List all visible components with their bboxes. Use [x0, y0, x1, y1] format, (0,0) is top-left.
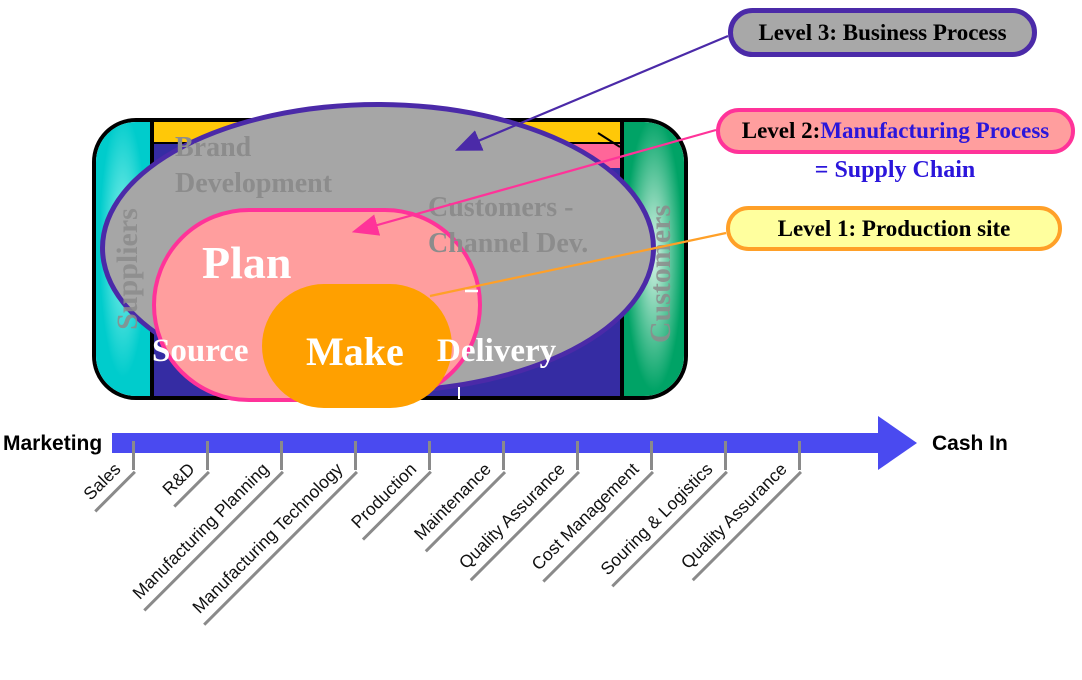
- cash-in-label: Cash In: [932, 432, 1008, 455]
- make-ellipse: [262, 284, 452, 408]
- milestone-tick: [798, 441, 801, 470]
- timeline-arrowhead-icon: [878, 416, 917, 470]
- level2-prefix: Level 2:: [741, 118, 821, 143]
- milestone-tick: [428, 441, 431, 470]
- timeline-bar: [112, 433, 878, 453]
- marketing-label: Marketing: [3, 432, 103, 455]
- milestone-label: Sales: [76, 452, 136, 513]
- level2-highlight: Manufacturing Process: [820, 118, 1050, 143]
- level1-callout: Level 1: Production site: [726, 206, 1062, 251]
- customers-label: Customers: [644, 204, 677, 344]
- brand-line2: Development: [175, 168, 333, 199]
- milestone-tick: [576, 441, 579, 470]
- customers-channel-label: Customers - Channel Dev.: [428, 190, 588, 262]
- level2-callout: Level 2: Manufacturing Process: [716, 108, 1075, 154]
- milestone-tick: [502, 441, 505, 470]
- delivery-label: Delivery: [437, 333, 557, 369]
- brand-line1: Brand: [175, 132, 252, 163]
- supply-chain-subtitle: = Supply Chain: [814, 157, 976, 183]
- milestone-label: R&D: [154, 452, 210, 508]
- milestone-tick: [206, 441, 209, 470]
- milestone-tick: [724, 441, 727, 470]
- milestone-tick: [280, 441, 283, 470]
- level1-label: Level 1: Production site: [777, 215, 1011, 241]
- suppliers-label: Suppliers: [111, 208, 144, 330]
- make-label: Make: [306, 329, 404, 374]
- milestone-tick: [354, 441, 357, 470]
- milestone-tick: [650, 441, 653, 470]
- brand-development-label: Brand Development: [175, 130, 332, 202]
- milestone-tick: [132, 441, 135, 470]
- level3-callout: Level 3: Business Process: [728, 8, 1037, 57]
- level3-label: Level 3: Business Process: [758, 19, 1007, 45]
- source-label: Source: [152, 333, 249, 369]
- channel-line2: Channel Dev.: [428, 228, 589, 259]
- plan-label: Plan: [202, 237, 292, 288]
- channel-line1: Customers -: [428, 192, 574, 223]
